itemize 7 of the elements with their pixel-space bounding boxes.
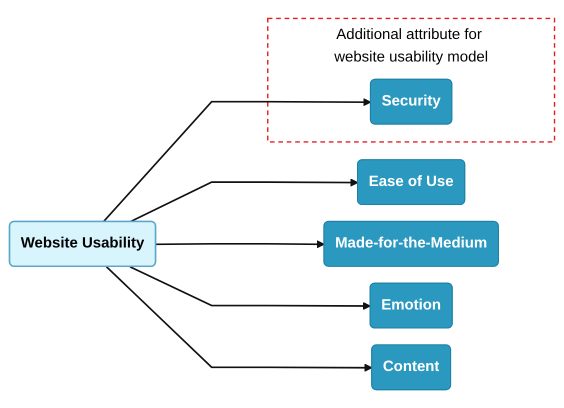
process-box: Content: [371, 344, 452, 390]
process-box: Emotion: [370, 282, 453, 328]
process-box: Ease of Use: [357, 159, 466, 205]
process-box: Website Usability: [8, 220, 156, 267]
process-box: Made-for-the-Medium: [323, 220, 499, 267]
process-box: Security: [370, 78, 452, 124]
note-text: Additional attribute for website usability model: [334, 26, 488, 66]
